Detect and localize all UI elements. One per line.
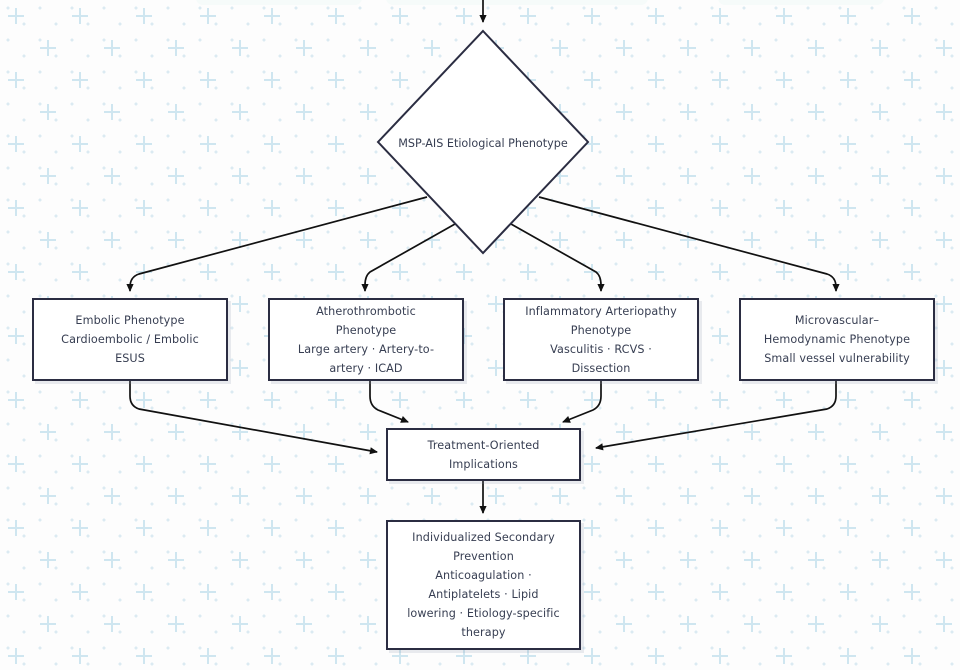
microvascular-title-line-2: Hemodynamic Phenotype: [763, 333, 911, 346]
node-root-label: MSP-AIS Etiological Phenotype: [375, 28, 591, 256]
node-treatment-implications[interactable]: Treatment-Oriented Implications: [386, 428, 581, 481]
top-clipped-shape-left: [196, 0, 362, 5]
embolic-detail-line-2: ESUS: [115, 352, 145, 365]
embolic-detail-line-1: Cardioembolic / Embolic: [61, 333, 199, 346]
edge-inflammatory-to-treatment: [562, 381, 602, 423]
prevention-line-2: Prevention: [453, 550, 514, 563]
inflammatory-detail-line-2: Dissection: [571, 361, 631, 375]
prevention-line-4: Antiplatelets · Lipid: [428, 588, 539, 601]
node-root-diamond[interactable]: MSP-AIS Etiological Phenotype: [375, 28, 591, 256]
root-line-1: MSP-AIS Etiological: [398, 136, 505, 150]
edge-root-to-microvascular: [538, 196, 840, 292]
atherothrombotic-title-line-1: Atherothrombotic: [316, 304, 416, 318]
atherothrombotic-detail-line-1: Large artery · Artery-to-: [297, 342, 435, 356]
embolic-title-line-1: Embolic Phenotype: [75, 314, 185, 327]
prevention-line-5: lowering · Etiology-specific: [407, 607, 560, 620]
diamond-shape: [376, 29, 590, 255]
edge-microvascular-to-treatment: [595, 381, 837, 451]
top-clipped-shape-center: [386, 0, 648, 5]
top-clipped-shape-right: [718, 0, 884, 5]
edge-root-to-inflammatory: [510, 223, 605, 292]
node-secondary-prevention[interactable]: Individualized Secondary Prevention Anti…: [386, 520, 581, 650]
atherothrombotic-detail-line-2: artery · ICAD: [329, 361, 403, 375]
inflammatory-title-line-1: Inflammatory Arteriopathy: [525, 304, 677, 318]
treatment-line-2: Implications: [449, 457, 518, 471]
atherothrombotic-title-line-2: Phenotype: [335, 323, 397, 337]
node-atherothrombotic-phenotype[interactable]: Atherothrombotic Phenotype Large artery …: [268, 298, 464, 381]
inflammatory-title-line-2: Phenotype: [570, 323, 632, 337]
prevention-line-3: Anticoagulation ·: [435, 569, 532, 582]
microvascular-title-line-1: Microvascular–: [794, 314, 880, 327]
edge-root-to-atherothrombotic: [361, 223, 456, 292]
node-embolic-phenotype[interactable]: Embolic Phenotype Cardioembolic / Emboli…: [32, 298, 228, 381]
treatment-line-1: Treatment-Oriented: [427, 438, 540, 452]
microvascular-detail-line-1: Small vessel vulnerability: [764, 352, 910, 365]
prevention-line-6: therapy: [461, 626, 506, 639]
edge-embolic-to-treatment: [129, 381, 378, 455]
prevention-line-1: Individualized Secondary: [412, 531, 555, 544]
root-line-2: Phenotype: [508, 136, 568, 150]
node-inflammatory-phenotype[interactable]: Inflammatory Arteriopathy Phenotype Vasc…: [503, 298, 699, 381]
inflammatory-detail-line-1: Vasculitis · RCVS ·: [550, 342, 652, 356]
edge-root-to-embolic: [126, 196, 428, 292]
edge-atherothrombotic-to-treatment: [369, 381, 409, 423]
node-microvascular-phenotype[interactable]: Microvascular– Hemodynamic Phenotype Sma…: [739, 298, 935, 381]
